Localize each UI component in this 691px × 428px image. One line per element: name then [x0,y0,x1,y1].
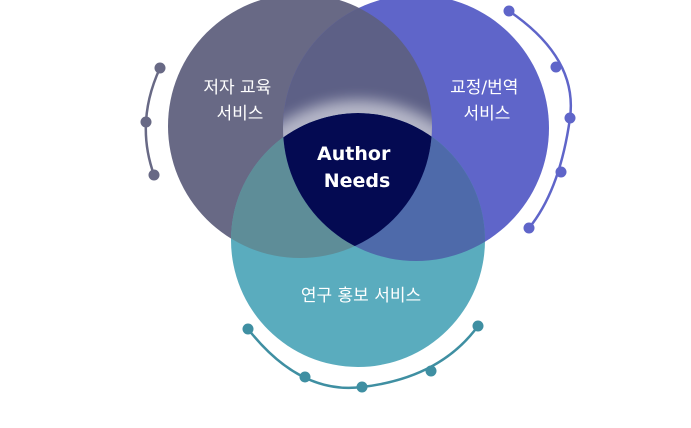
author-education-label: 저자 교육 서비스 [203,78,276,124]
left-arc-decoration [140,62,166,181]
proofreading-translation-label: 교정/번역 서비스 [450,78,524,124]
author-needs-label: Author Needs [317,143,397,192]
right-arc-decoration [503,5,576,234]
bottom-arc-decoration [242,320,484,393]
research-promotion-label: 연구 홍보 서비스 [301,286,421,306]
author-needs-center [283,113,432,258]
